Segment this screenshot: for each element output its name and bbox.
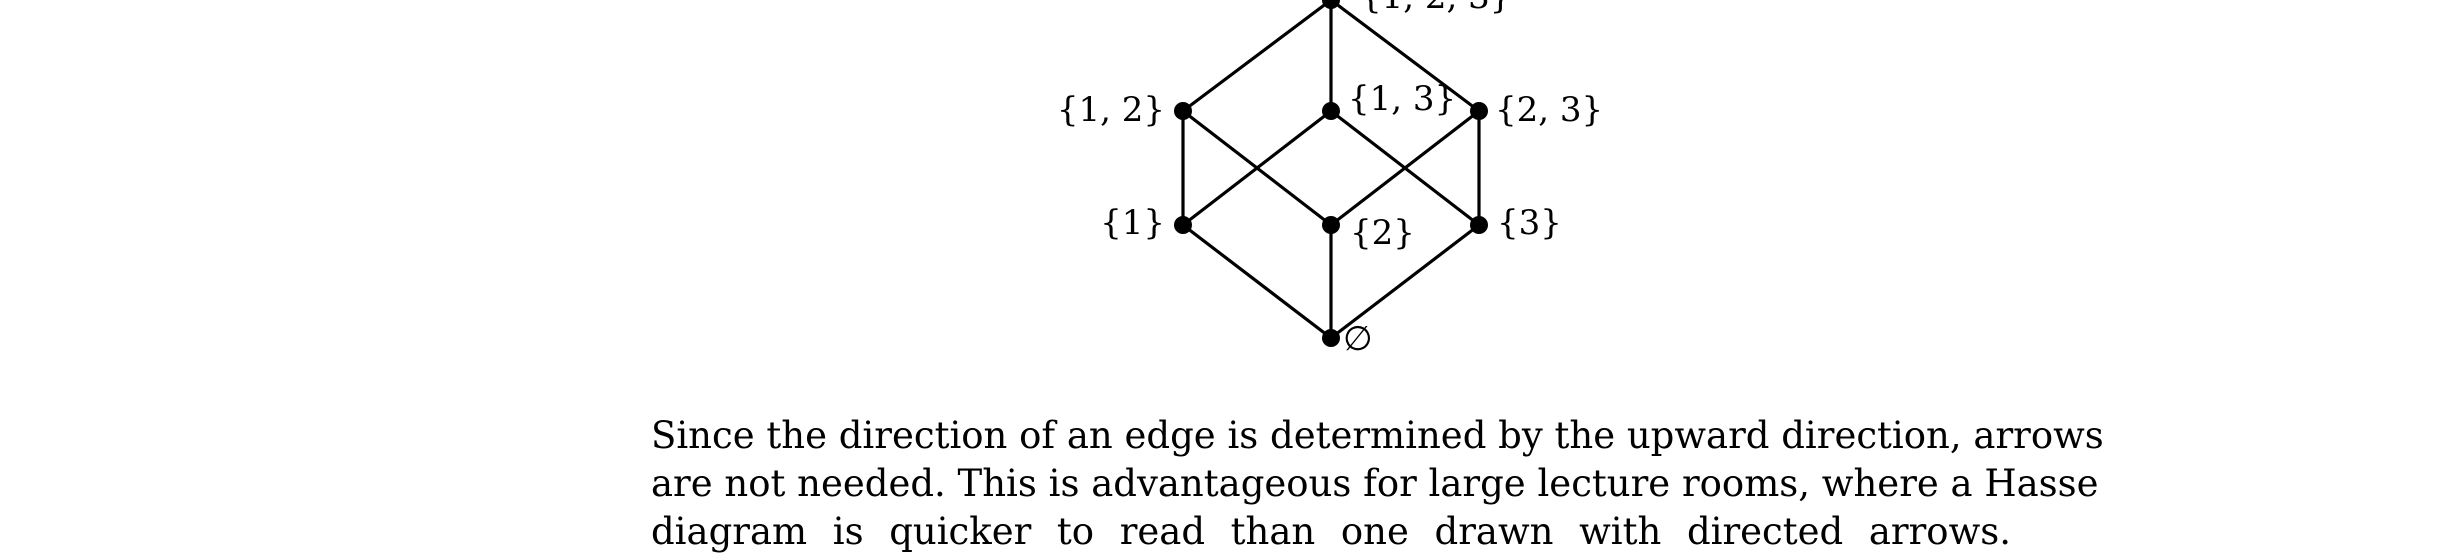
node-bottom-dot	[1322, 329, 1340, 347]
node-23-dot	[1470, 102, 1488, 120]
hasse-nodes	[1174, 0, 1488, 347]
node-12-label: {1, 2}	[1057, 90, 1165, 130]
node-3-dot	[1470, 216, 1488, 234]
node-top-label: {1, 2, 3}	[1360, 0, 1511, 17]
node-2-label: {2}	[1350, 213, 1415, 253]
node-1-dot	[1174, 216, 1192, 234]
paragraph-line-3: diagram is quicker to read than one draw…	[651, 510, 2011, 553]
node-2-dot	[1322, 216, 1340, 234]
node-bottom-label: ∅	[1343, 319, 1373, 359]
edge-3-bottom	[1329, 223, 1481, 340]
node-top-dot	[1322, 0, 1340, 9]
edge-top-12	[1181, 0, 1333, 113]
edge-23-2	[1329, 109, 1481, 227]
body-paragraph: Since the direction of an edge is determ…	[651, 412, 2104, 556]
node-13-label: {1, 3}	[1348, 79, 1456, 119]
hasse-labels: {1, 2, 3} {1, 2} {1, 3} {2, 3} {1} {2} {…	[1057, 0, 1603, 359]
node-1-label: {1}	[1100, 203, 1165, 243]
node-3-label: {3}	[1497, 203, 1562, 243]
hasse-diagram: {1, 2, 3} {1, 2} {1, 3} {2, 3} {1} {2} {…	[1057, 0, 1603, 359]
paragraph-line-1: Since the direction of an edge is determ…	[651, 414, 2104, 457]
hasse-edges	[1181, 0, 1481, 340]
paragraph-line-2: are not needed. This is advantageous for…	[651, 462, 2099, 505]
node-13-dot	[1322, 102, 1340, 120]
node-12-dot	[1174, 102, 1192, 120]
edge-1-bottom	[1181, 223, 1333, 340]
node-23-label: {2, 3}	[1495, 90, 1603, 130]
edge-13-1	[1181, 109, 1333, 227]
edge-top-23	[1329, 0, 1481, 113]
